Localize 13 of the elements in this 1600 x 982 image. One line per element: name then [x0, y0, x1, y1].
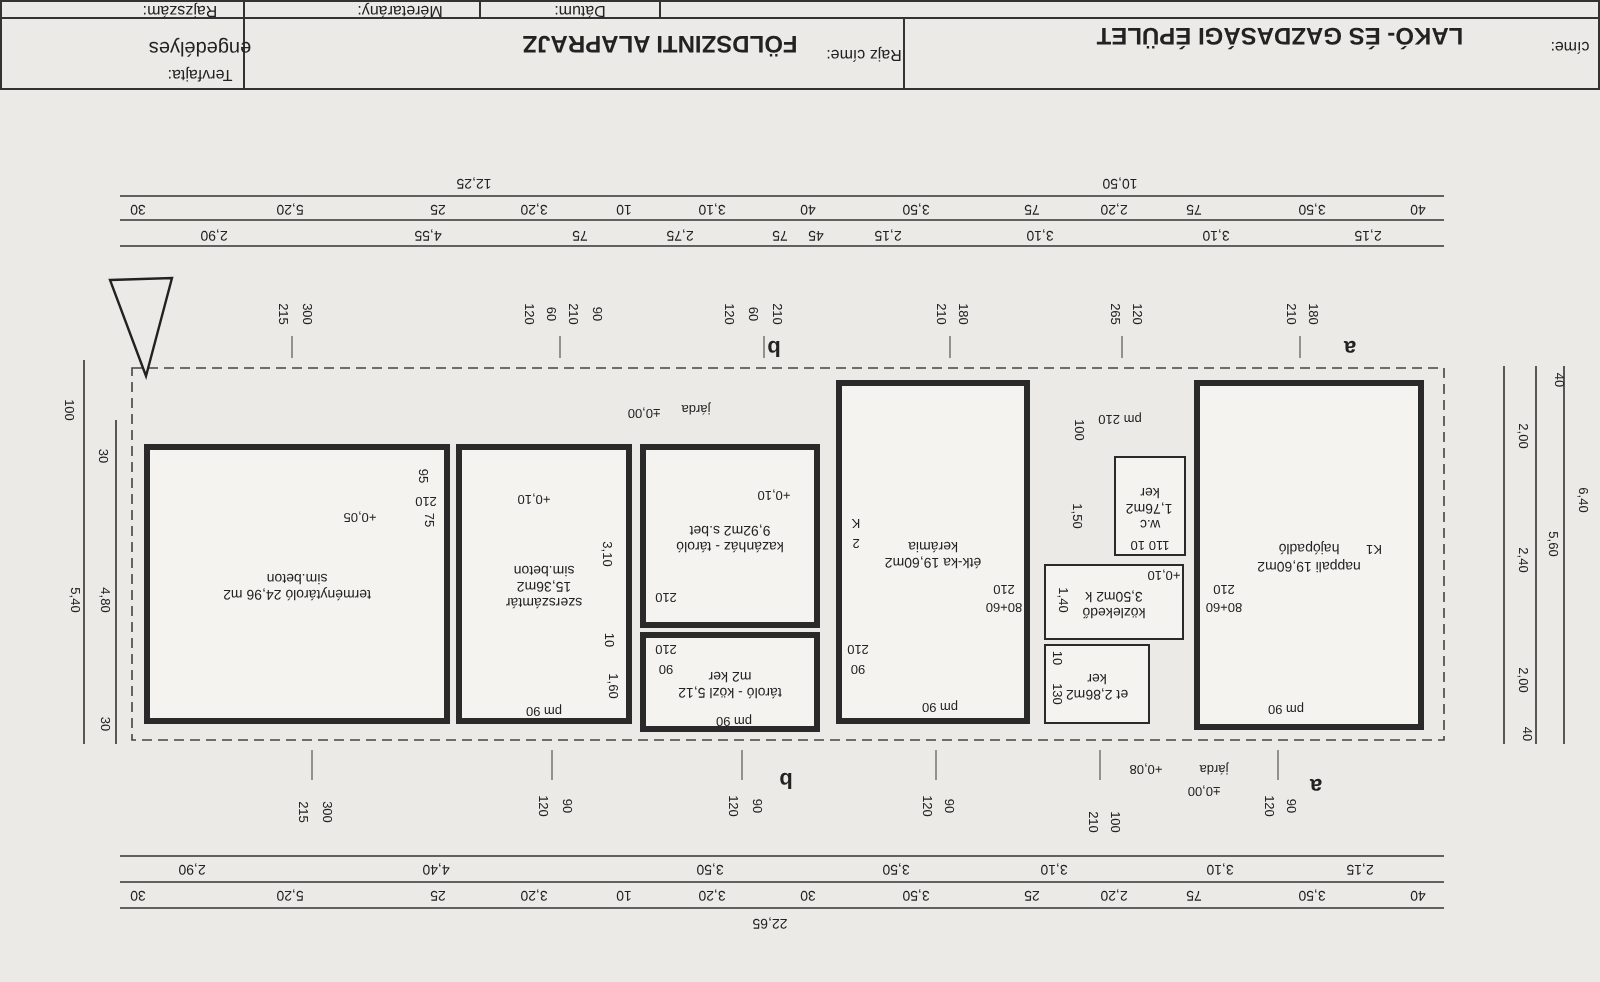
section-mark: b: [779, 767, 793, 789]
section-mark: b: [767, 335, 781, 357]
section-mark: a: [1343, 335, 1357, 357]
project-title: LAKÓ- ÉS GAZDASÁGI ÉPÜLET: [1096, 24, 1464, 48]
section-mark: a: [1309, 773, 1323, 795]
field-value: engedélyes: [148, 36, 252, 56]
field-label: Rajzszám:: [142, 2, 218, 18]
field-label: Méretarány:: [357, 2, 443, 18]
field-label: Dátum:: [554, 2, 606, 18]
field-label: Rajz címe:: [826, 46, 902, 62]
field-label: címe:: [1550, 38, 1590, 54]
project-title: FÖLDSZINTI ALAPRAJZ: [522, 32, 798, 56]
field-label: Tervfajta:: [167, 66, 233, 82]
